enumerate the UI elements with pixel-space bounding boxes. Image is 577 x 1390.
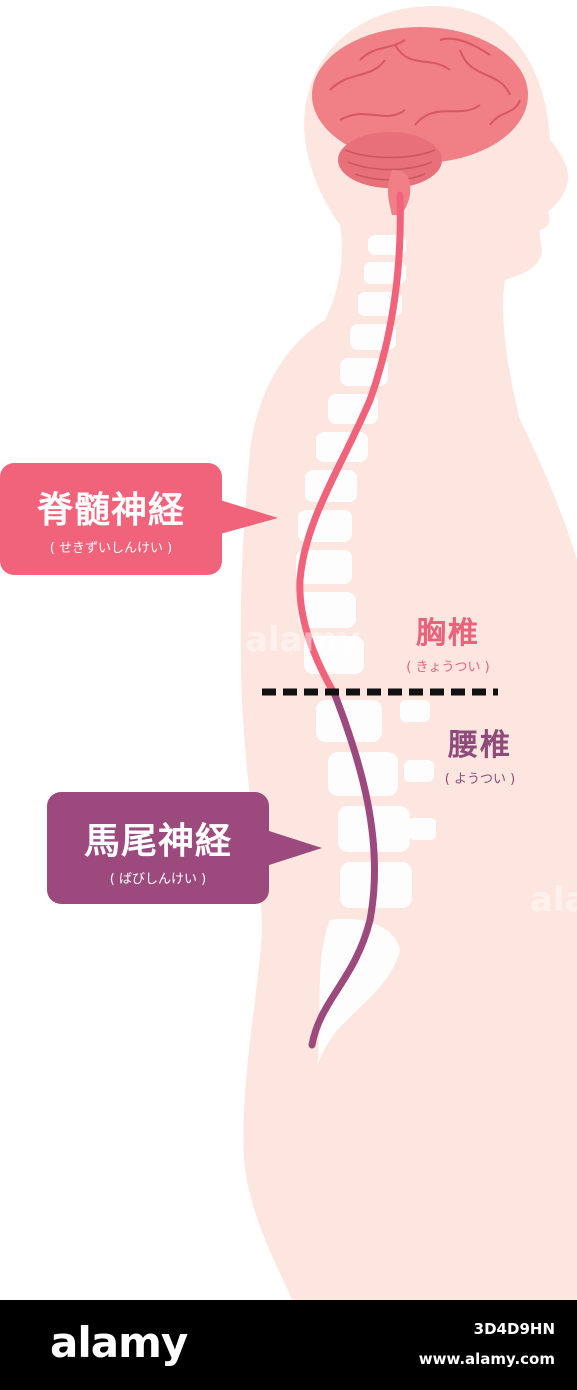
spinal-cord-nerve: [296, 191, 404, 699]
region-thoracic-label: 胸椎 ( きょうつい ): [388, 608, 508, 675]
lumbar-reading: ( ようつい ): [444, 772, 516, 787]
thoracic-reading: ( きょうつい ): [406, 660, 490, 675]
vertebra: [316, 700, 382, 742]
watermark: alamy: [530, 880, 577, 920]
callout-spinal-reading: ( せきずいしんけい ): [49, 541, 173, 556]
lumbar-label: 腰椎: [448, 728, 512, 763]
cauda-equina-nerve: [308, 691, 378, 1049]
spinous-process: [400, 700, 430, 722]
callout-spinal-label: 脊髄神経: [36, 490, 185, 531]
cerebellum: [338, 132, 442, 188]
site-url: www.alamy.com: [418, 1350, 555, 1368]
brain: [312, 27, 528, 215]
callout-pointer-cauda: [266, 830, 322, 866]
footer-bar: alamy 3D4D9HN www.alamy.com: [0, 1300, 577, 1390]
vertebra: [296, 550, 352, 584]
callout-pointer-spinal: [220, 500, 278, 534]
image-id: 3D4D9HN: [473, 1320, 555, 1338]
callout-spinal-nerve: 脊髄神経 ( せきずいしんけい ): [0, 463, 222, 575]
brain-folds: [329, 37, 521, 126]
cerebrum: [312, 27, 528, 163]
anatomy-figure: [220, 5, 577, 1300]
watermark: alamy: [245, 620, 361, 660]
spinous-process: [408, 818, 436, 840]
callout-cauda-equina: 馬尾神経 ( ばびしんけい ): [47, 792, 269, 904]
sacrum: [317, 918, 400, 1064]
region-lumbar-label: 腰椎 ( ようつい ): [420, 720, 540, 787]
thoracic-label: 胸椎: [416, 616, 480, 651]
vertebra: [298, 592, 356, 628]
alamy-logo: alamy: [50, 1318, 188, 1367]
callout-cauda-reading: ( ばびしんけい ): [109, 872, 207, 887]
callout-cauda-label: 馬尾神経: [83, 821, 232, 862]
spinous-process: [404, 760, 434, 782]
